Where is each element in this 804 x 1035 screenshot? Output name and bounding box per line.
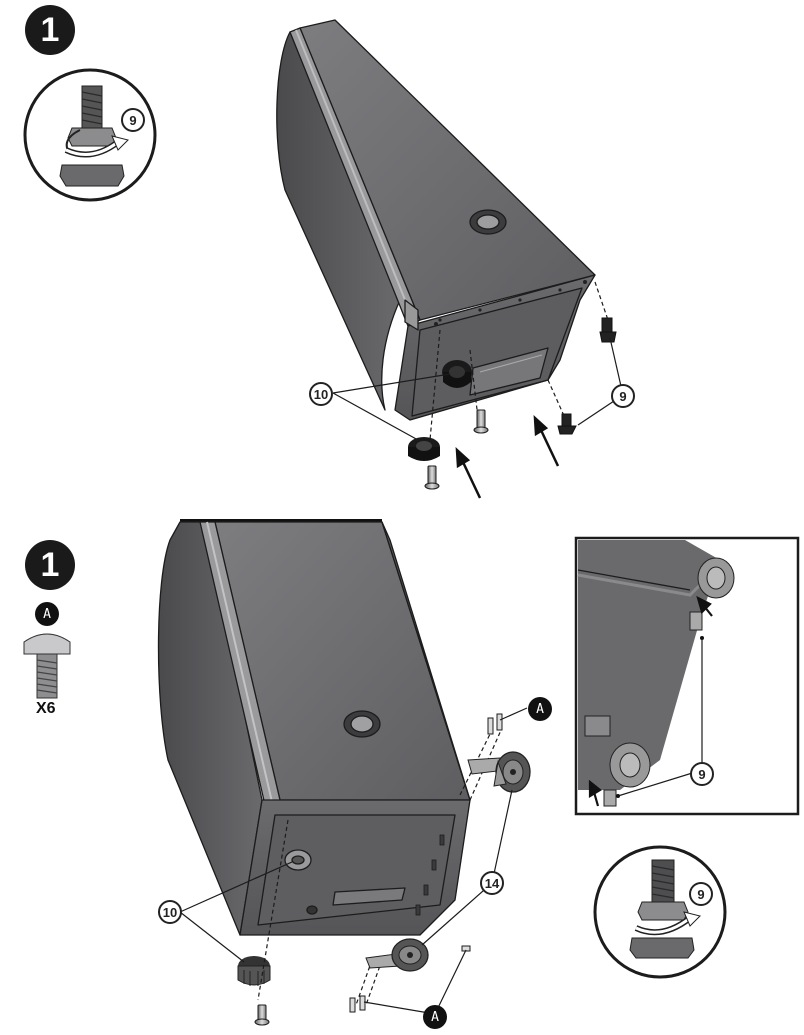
- callout-nut: 9: [611, 384, 635, 408]
- callout-foot: 10: [158, 900, 182, 924]
- nut-rotate-icon: [23, 68, 157, 202]
- callout-nut: 9: [690, 762, 714, 786]
- hardware-letter: A: [431, 1009, 439, 1025]
- bolt-icon: [23, 633, 71, 699]
- guide-lines: [429, 281, 609, 441]
- hardware-letter-badge: A: [528, 697, 552, 721]
- step-number: 1: [40, 10, 60, 49]
- hardware-letter-badge: A: [423, 1005, 447, 1029]
- callout-label: 10: [162, 904, 178, 920]
- callout-label: 10: [313, 386, 329, 402]
- caster-wheel-icon: [467, 751, 531, 793]
- step-number-badge: 1: [25, 540, 75, 590]
- hardware-letter: A: [536, 701, 544, 717]
- side-tabs: [415, 834, 445, 916]
- callout-label: 9: [619, 388, 627, 404]
- caster-wheel-icon: [365, 938, 429, 972]
- grill-body-top: [276, 19, 596, 421]
- hardware-letter: A: [43, 606, 51, 622]
- bolt-icon: [254, 1004, 270, 1026]
- callout-label: 14: [484, 875, 500, 891]
- callout-nut: 9: [689, 882, 713, 906]
- hardware-quantity: X6: [36, 700, 56, 717]
- arrow-icon: [455, 415, 560, 499]
- leveling-foot-icon: [237, 956, 271, 986]
- step-number-badge: 1: [25, 5, 75, 55]
- bolt-icon: [424, 465, 440, 490]
- callout-foot: 10: [309, 382, 333, 406]
- leveling-foot-icon: [442, 360, 472, 388]
- callout-label: 9: [697, 886, 705, 902]
- callout-label: 9: [129, 112, 137, 128]
- callout-nut: 9: [121, 108, 145, 132]
- leveling-foot-icon: [408, 437, 440, 461]
- nut-icon: [557, 317, 617, 435]
- bolt-icon: [349, 713, 503, 1013]
- callout-caster: 14: [480, 871, 504, 895]
- callout-label: 9: [698, 766, 706, 782]
- step-number: 1: [40, 545, 60, 584]
- hardware-letter-badge: A: [35, 602, 59, 626]
- bolt-icon: [473, 409, 489, 434]
- grill-body-bottom: [157, 521, 471, 936]
- caster-detail-inset: [574, 536, 800, 816]
- nut-rotate-icon: [593, 845, 727, 979]
